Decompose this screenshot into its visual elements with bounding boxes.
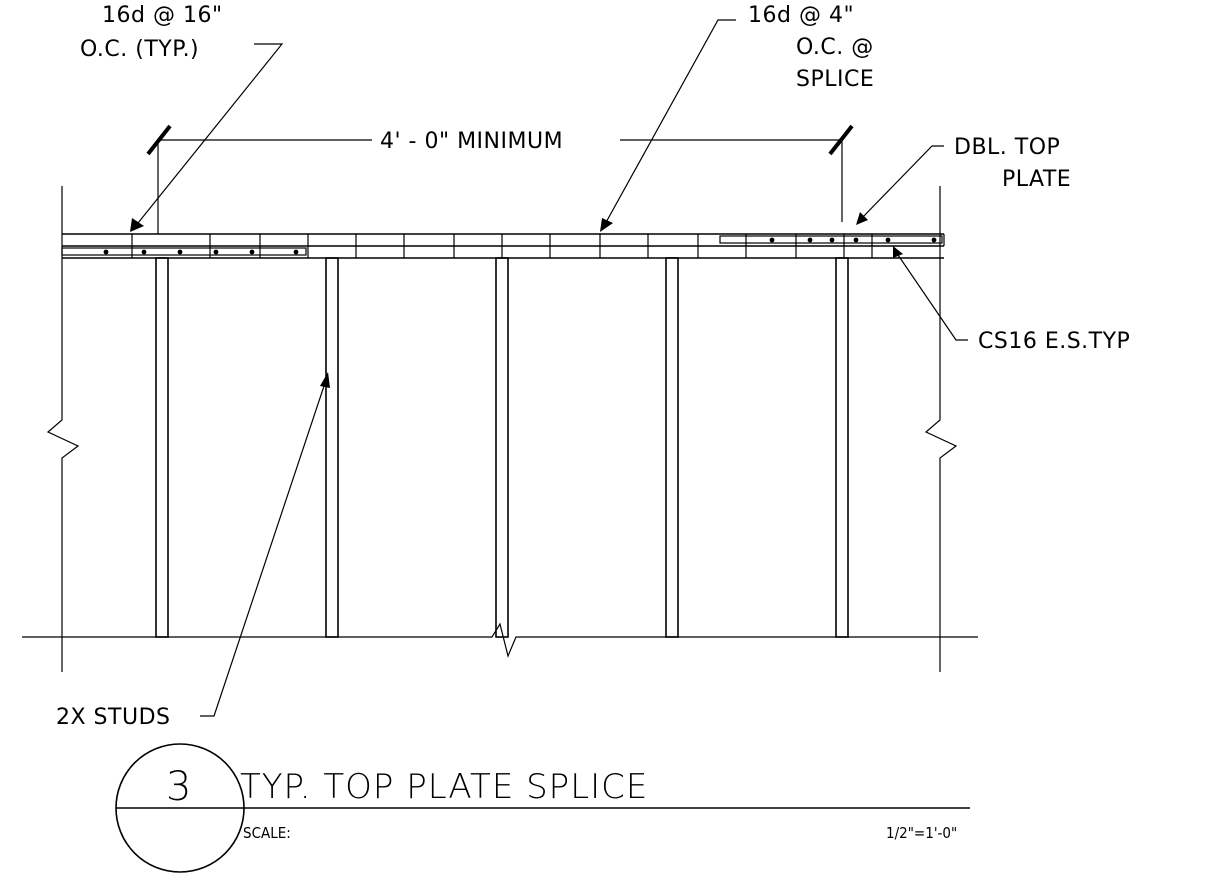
scale-value: 1/2"=1'-0" (886, 824, 957, 842)
nails (103, 237, 937, 255)
leader-strap (893, 246, 968, 341)
nail (249, 249, 255, 255)
wall-left-end (46, 186, 80, 672)
nail (885, 237, 891, 243)
note-studs: 2X STUDS (56, 705, 170, 730)
nail (853, 237, 859, 243)
detail-number: 3 (166, 764, 191, 810)
nail (829, 237, 835, 243)
dimension-label: 4' - 0" MINIMUM (380, 129, 563, 154)
stud (325, 257, 339, 638)
leader-studs (200, 372, 330, 717)
floor-line (22, 622, 978, 658)
double-top-plate (62, 233, 945, 259)
nail (931, 237, 937, 243)
stud (665, 257, 679, 638)
note-nail-splice-line1: 16d @ 4" (748, 3, 854, 28)
note-strap: CS16 E.S.TYP (978, 329, 1130, 354)
title-block: 3 TYP. TOP PLATE SPLICE SCALE: 1/2"=1'-0… (115, 743, 970, 873)
nail (807, 237, 813, 243)
strap-right (719, 235, 943, 244)
stud (495, 257, 509, 638)
nail (769, 237, 775, 243)
note-nail-typ-line1: 16d @ 16" (102, 3, 223, 28)
leader-top-plate (856, 145, 944, 225)
detail-title: TYP. TOP PLATE SPLICE (240, 767, 648, 807)
note-top-plate-line2: PLATE (1002, 167, 1071, 192)
strap-left (61, 247, 307, 256)
nail (103, 249, 109, 255)
leader-nail-typ (130, 43, 284, 232)
leader-nail-splice (600, 19, 736, 232)
nail (141, 249, 147, 255)
stud (835, 257, 849, 638)
nail (293, 249, 299, 255)
nail (213, 249, 219, 255)
note-nail-splice-line2: O.C. @ (796, 35, 874, 60)
wall-right-end (924, 186, 958, 672)
dimension-line (146, 124, 854, 234)
stud (155, 257, 169, 638)
nail (177, 249, 183, 255)
plate-joints (131, 234, 873, 258)
note-top-plate-line1: DBL. TOP (954, 135, 1060, 160)
scale-label: SCALE: (243, 824, 291, 842)
note-nail-typ-line2: O.C. (TYP.) (80, 37, 199, 62)
note-nail-splice-line3: SPLICE (796, 67, 874, 92)
